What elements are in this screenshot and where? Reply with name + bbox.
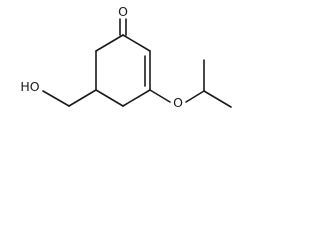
bond-c5-ch2 <box>68 89 97 107</box>
bond-o-ether-ch <box>185 90 205 103</box>
atom-label-hydroxyl: HO <box>20 79 39 94</box>
bond-ch2-oh <box>42 90 70 107</box>
molecule-structure-diagram: O O HO <box>20 4 232 110</box>
atom-label-carbonyl-oxygen: O <box>118 4 128 19</box>
bond-c3-c4 <box>122 89 151 107</box>
bond-ch-me1 <box>203 90 232 108</box>
bond-c6-c1 <box>95 34 124 52</box>
atom-label-ether-oxygen: O <box>173 95 183 110</box>
bond-c4-c5 <box>95 89 124 107</box>
bond-c3-o-ether <box>149 89 171 103</box>
bond-c1-c2 <box>122 34 151 52</box>
